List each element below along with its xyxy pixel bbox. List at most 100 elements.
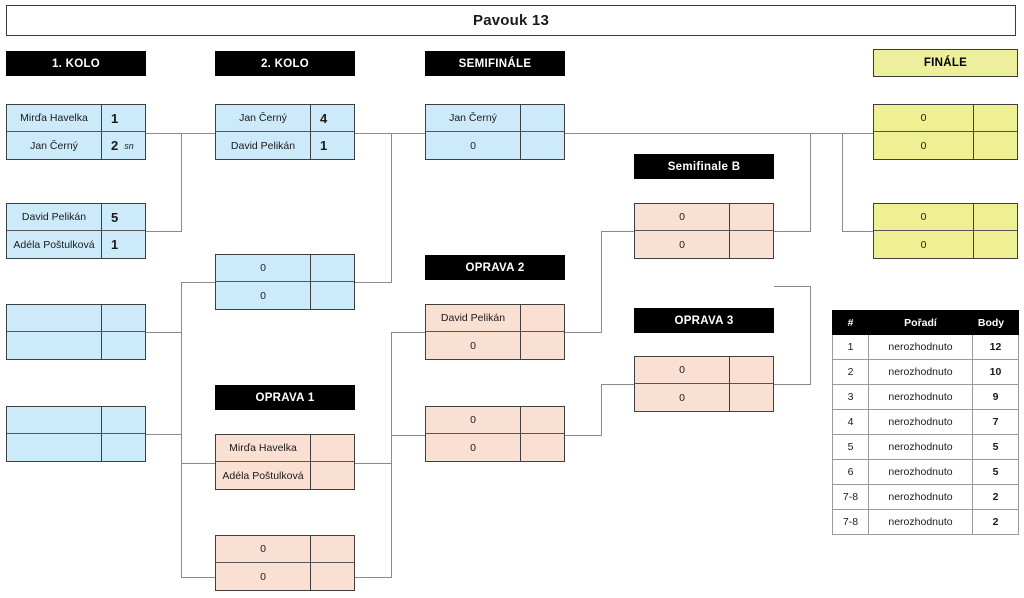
match-row-bottom[interactable]: 0 bbox=[216, 282, 354, 309]
connector bbox=[391, 133, 392, 282]
connector bbox=[181, 133, 182, 231]
match-box-round1-4[interactable] bbox=[6, 406, 146, 462]
round-header-oprava-2: OPRAVA 2 bbox=[425, 255, 565, 280]
match-row-top[interactable]: Mirďa Havelka 1 bbox=[7, 105, 145, 132]
column-header-body: Body bbox=[972, 310, 1019, 335]
connector bbox=[565, 332, 602, 333]
player-score: 4 bbox=[310, 105, 354, 131]
player-name bbox=[7, 305, 101, 331]
player-name: David Pelikán bbox=[426, 305, 520, 331]
player-name: 0 bbox=[426, 407, 520, 433]
player-name: Mirďa Havelka bbox=[7, 105, 101, 131]
match-row-top[interactable]: 0 bbox=[635, 357, 773, 384]
column-header-rank: # bbox=[832, 310, 869, 335]
match-row-bottom[interactable]: 0 bbox=[216, 563, 354, 590]
match-row-top[interactable]: 0 bbox=[216, 255, 354, 282]
round-header-oprava-1: OPRAVA 1 bbox=[215, 385, 355, 410]
player-score: 1 bbox=[101, 231, 145, 258]
match-row-top[interactable]: Mirďa Havelka bbox=[216, 435, 354, 462]
player-score bbox=[729, 384, 773, 411]
match-box-round1-1[interactable]: Mirďa Havelka 1 Jan Černý 2 sn bbox=[6, 104, 146, 160]
cell-rank: 3 bbox=[832, 384, 869, 410]
player-name bbox=[7, 434, 101, 461]
match-row-bottom[interactable]: 0 bbox=[426, 434, 564, 461]
match-box-round1-3[interactable] bbox=[6, 304, 146, 360]
cell-poradi: nerozhodnuto bbox=[868, 434, 973, 460]
match-row-bottom[interactable] bbox=[7, 434, 145, 461]
match-box-final-slot-2[interactable]: 0 0 bbox=[873, 203, 1018, 259]
cell-body: 2 bbox=[972, 509, 1019, 535]
connector bbox=[355, 577, 392, 578]
connector bbox=[181, 282, 182, 577]
player-name: 0 bbox=[874, 132, 973, 159]
player-name bbox=[7, 407, 101, 433]
match-row-top[interactable]: 0 bbox=[426, 407, 564, 434]
connector bbox=[810, 286, 811, 384]
connector bbox=[181, 463, 215, 464]
match-box-oprava3-1[interactable]: 0 0 bbox=[634, 356, 774, 412]
match-row-bottom[interactable]: David Pelikán 1 bbox=[216, 132, 354, 159]
match-row-bottom[interactable]: Adéla Poštulková bbox=[216, 462, 354, 489]
player-score bbox=[973, 231, 1017, 258]
connector bbox=[565, 435, 602, 436]
match-box-final-slot-1[interactable]: 0 0 bbox=[873, 104, 1018, 160]
match-box-oprava1-1[interactable]: Mirďa Havelka Adéla Poštulková bbox=[215, 434, 355, 490]
player-score bbox=[310, 282, 354, 309]
match-row-top[interactable] bbox=[7, 305, 145, 332]
round-header-semifinale-b: Semifinale B bbox=[634, 154, 774, 179]
match-row-bottom[interactable]: 0 bbox=[635, 231, 773, 258]
match-row-bottom[interactable]: Adéla Poštulková 1 bbox=[7, 231, 145, 258]
player-name: 0 bbox=[874, 204, 973, 230]
match-row-top[interactable]: 0 bbox=[874, 204, 1017, 231]
cell-body: 2 bbox=[972, 484, 1019, 510]
match-box-semifinal-b[interactable]: 0 0 bbox=[634, 203, 774, 259]
player-name: 0 bbox=[874, 105, 973, 131]
connector bbox=[181, 577, 215, 578]
connector bbox=[774, 231, 811, 232]
match-box-oprava2-2[interactable]: 0 0 bbox=[425, 406, 565, 462]
match-row-top[interactable]: 0 bbox=[216, 536, 354, 563]
match-box-oprava1-2[interactable]: 0 0 bbox=[215, 535, 355, 591]
connector bbox=[355, 463, 392, 464]
player-name: 0 bbox=[216, 255, 310, 281]
match-row-bottom[interactable]: 0 bbox=[426, 332, 564, 359]
match-box-round2-1[interactable]: Jan Černý 4 David Pelikán 1 bbox=[215, 104, 355, 160]
connector bbox=[181, 282, 215, 283]
player-name: Jan Černý bbox=[216, 105, 310, 131]
player-name: Mirďa Havelka bbox=[216, 435, 310, 461]
match-box-oprava2-1[interactable]: David Pelikán 0 bbox=[425, 304, 565, 360]
cell-poradi: nerozhodnuto bbox=[868, 484, 973, 510]
match-row-bottom[interactable]: 0 bbox=[874, 231, 1017, 258]
match-row-bottom[interactable]: 0 bbox=[426, 132, 564, 159]
match-box-round2-2[interactable]: 0 0 bbox=[215, 254, 355, 310]
player-score: 2 sn bbox=[101, 132, 145, 159]
match-row-top[interactable]: Jan Černý 4 bbox=[216, 105, 354, 132]
match-row-top[interactable]: David Pelikán bbox=[426, 305, 564, 332]
match-box-round1-2[interactable]: David Pelikán 5 Adéla Poštulková 1 bbox=[6, 203, 146, 259]
match-row-bottom[interactable]: 0 bbox=[874, 132, 1017, 159]
cell-body: 9 bbox=[972, 384, 1019, 410]
match-row-bottom[interactable]: Jan Černý 2 sn bbox=[7, 132, 145, 159]
match-row-bottom[interactable]: 0 bbox=[635, 384, 773, 411]
column-header-poradi: Pořadí bbox=[868, 310, 973, 335]
match-row-top[interactable]: David Pelikán 5 bbox=[7, 204, 145, 231]
player-name: Jan Černý bbox=[7, 132, 101, 159]
player-score bbox=[729, 204, 773, 230]
match-row-top[interactable] bbox=[7, 407, 145, 434]
player-name: 0 bbox=[635, 204, 729, 230]
connector bbox=[355, 282, 392, 283]
player-score bbox=[310, 563, 354, 590]
match-box-semifinal-1[interactable]: Jan Černý 0 bbox=[425, 104, 565, 160]
match-row-top[interactable]: 0 bbox=[635, 204, 773, 231]
match-row-top[interactable]: 0 bbox=[874, 105, 1017, 132]
connector bbox=[146, 434, 182, 435]
match-row-bottom[interactable] bbox=[7, 332, 145, 359]
cell-rank: 5 bbox=[832, 434, 869, 460]
match-row-top[interactable]: Jan Černý bbox=[426, 105, 564, 132]
